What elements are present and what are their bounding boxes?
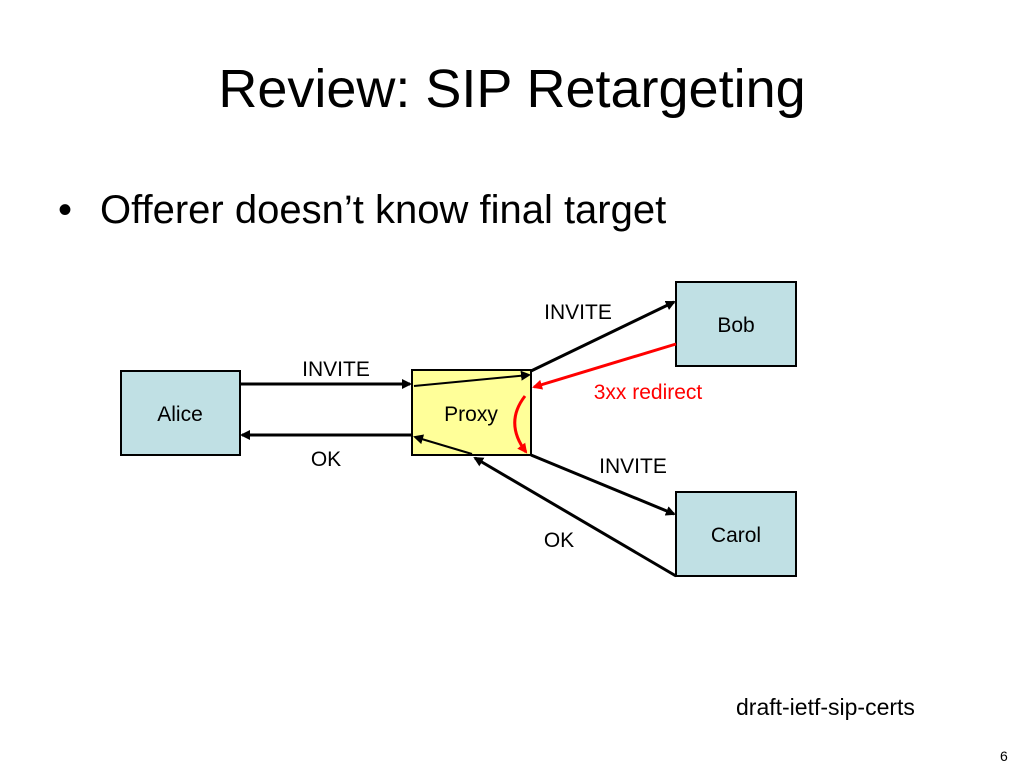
- proxy-retarget-curve-arrow: [513, 395, 528, 454]
- bullet-marker: •: [58, 188, 73, 232]
- proxy-bob-invite-label: INVITE: [544, 301, 612, 324]
- footer-text: draft-ietf-sip-certs: [736, 694, 915, 720]
- carol-node: Carol: [675, 491, 797, 577]
- page-number: 6: [1000, 748, 1008, 764]
- bob-to-proxy-redirect-arrow: [532, 342, 677, 390]
- bob-node: Bob: [675, 281, 797, 367]
- proxy-to-bob-invite-arrow: [530, 300, 676, 373]
- redirect-label: 3xx redirect: [594, 381, 703, 404]
- proxy-to-carol-invite-arrow: [530, 453, 676, 516]
- proxy-internal-invite-arrow: [413, 370, 531, 387]
- carol-proxy-ok-label: OK: [544, 529, 574, 552]
- carol-to-proxy-ok-arrow: [473, 456, 677, 578]
- proxy-carol-invite-label: INVITE: [599, 455, 667, 478]
- proxy-label: Proxy: [444, 403, 498, 426]
- alice-proxy-invite-label: INVITE: [302, 358, 370, 381]
- alice-label: Alice: [157, 403, 203, 426]
- alice-node: Alice: [120, 370, 241, 456]
- slide-title: Review: SIP Retargeting: [218, 59, 806, 119]
- proxy-alice-ok-label: OK: [311, 448, 341, 471]
- bullet-item: • Offerer doesn’t know final target: [58, 190, 666, 230]
- bob-label: Bob: [717, 314, 754, 337]
- proxy-internal-ok-arrow: [413, 434, 473, 455]
- bullet-text: Offerer doesn’t know final target: [100, 188, 667, 232]
- carol-label: Carol: [711, 524, 761, 547]
